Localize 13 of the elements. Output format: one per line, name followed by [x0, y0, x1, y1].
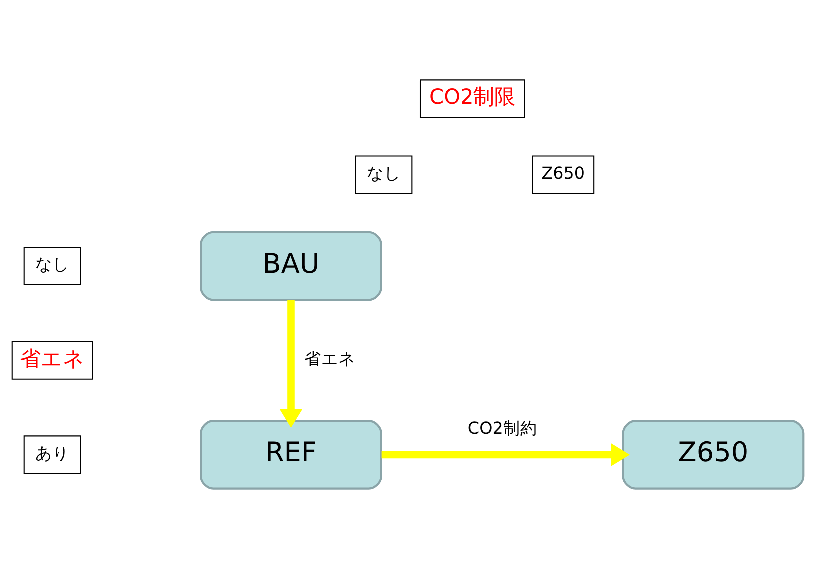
node-box: なし	[24, 246, 82, 286]
arrow	[382, 443, 630, 467]
node-box: Z650	[622, 420, 805, 490]
node-box: なし	[355, 156, 413, 194]
node-box: 省エネ	[12, 341, 94, 380]
node-box: CO2制限	[420, 80, 526, 118]
node-box: Z650	[532, 156, 595, 194]
node-box: あり	[24, 436, 82, 474]
node-box: REF	[200, 420, 382, 490]
node-box: BAU	[200, 231, 382, 302]
edge-label: CO2制約	[468, 418, 538, 438]
edge-label: 省エネ	[304, 350, 356, 369]
arrow	[280, 300, 303, 428]
